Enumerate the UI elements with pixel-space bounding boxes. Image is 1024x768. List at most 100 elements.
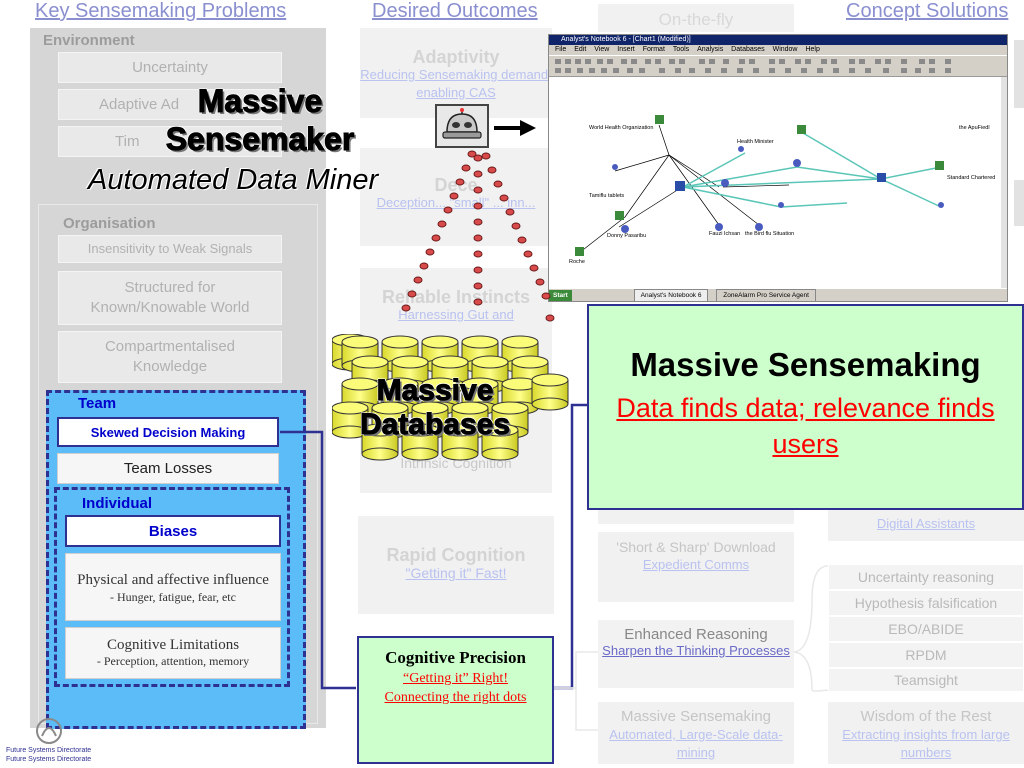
enhanced-subtitle[interactable]: Sharpen the Thinking Processes xyxy=(602,643,790,658)
databases-line1: Massive xyxy=(376,374,494,408)
menu-databases[interactable]: Databases xyxy=(731,46,765,53)
concept-item-hypothesis: Hypothesis falsification xyxy=(828,590,1024,616)
adaptivity-title: Adaptivity xyxy=(412,47,500,67)
environment-label: Environment xyxy=(43,32,135,49)
outcome-rapid-cognition: Rapid Cognition "Getting it" Fast! xyxy=(358,516,554,614)
menu-help[interactable]: Help xyxy=(805,46,820,53)
notebook-screenshot[interactable]: Analyst's Notebook 6 - [Chart1 (Modified… xyxy=(548,34,1008,302)
organisation-item-structured: Structured for Known/Knowable World xyxy=(58,271,282,325)
robot-sensemaker-icon xyxy=(435,104,489,148)
right-faded-block-2 xyxy=(1014,180,1024,226)
header-desired-outcomes[interactable]: Desired Outcomes xyxy=(372,0,538,22)
automated-data-miner-label: Automated Data Miner xyxy=(88,164,379,196)
team-label: Team xyxy=(78,395,117,412)
individual-item-physical: Physical and affective influence - Hunge… xyxy=(65,553,281,621)
start-button[interactable]: Start xyxy=(549,290,572,301)
individual-label: Individual xyxy=(82,495,153,512)
sensemaker-line1: Massive xyxy=(197,83,323,120)
rapid-title: Rapid Cognition xyxy=(386,545,526,565)
database-icon xyxy=(332,334,569,461)
taskbar-agent[interactable]: ZoneAlarm Pro Service Agent xyxy=(716,289,816,301)
enhanced-title: Enhanced Reasoning xyxy=(624,626,768,643)
team-item-team-losses: Team Losses xyxy=(57,453,279,484)
menu-view[interactable]: View xyxy=(594,46,610,53)
node-apufiedl-label: the ApuFiedl xyxy=(959,125,990,131)
concept-item-ebo: EBO/ABIDE xyxy=(828,616,1024,642)
cognitive-title: Cognitive Limitations xyxy=(106,637,240,653)
notebook-menubar[interactable]: File Edit View Insert Format Tools Analy… xyxy=(549,45,1007,55)
directorate-logo-icon xyxy=(36,718,62,744)
short-subtitle[interactable]: Expedient Comms xyxy=(642,557,750,572)
link-chart[interactable]: World Health Organization Health Ministe… xyxy=(549,77,1008,291)
concept-item-rpdm: RPDM xyxy=(828,642,1024,668)
massive-sensemaking-callout: Massive Sensemaking Data finds data; rel… xyxy=(587,304,1024,510)
node-who-label: World Health Organization xyxy=(589,125,653,131)
outcome-adaptivity: Adaptivity Reducing Sensemaking demand, … xyxy=(360,28,552,118)
individual-panel xyxy=(54,487,290,687)
directorate-logo-text: Future Systems Directorate Future System… xyxy=(6,746,91,764)
rapid-subtitle[interactable]: "Getting it" Fast! xyxy=(405,565,507,581)
massive-subtitle[interactable]: Automated, Large-Scale data-mining xyxy=(609,727,783,760)
adaptivity-subtitle[interactable]: Reducing Sensemaking demand, enabling CA… xyxy=(360,67,552,100)
cognitive-subtitle: - Perception, attention, memory xyxy=(96,654,250,668)
reliable-subtitle[interactable]: Harnessing Gut and xyxy=(398,307,514,322)
logo-line2: Future Systems Directorate xyxy=(6,756,92,763)
precision-line1[interactable]: “Getting it” Right! xyxy=(403,671,508,686)
menu-tools[interactable]: Tools xyxy=(672,46,690,53)
middle-massive-sensemaking: Massive Sensemaking Automated, Large-Sca… xyxy=(598,702,794,764)
individual-item-cognitive: Cognitive Limitations - Perception, atte… xyxy=(65,627,281,679)
header-on-the-fly: On-the-fly xyxy=(598,4,794,32)
environment-item-uncertainty: Uncertainty xyxy=(58,52,282,83)
cognitive-precision-box: Cognitive Precision “Getting it” Right! … xyxy=(357,636,554,764)
precision-line2[interactable]: Connecting the right dots xyxy=(384,690,527,705)
wisdom-subtitle[interactable]: Extracting insights from large numbers xyxy=(842,727,1010,760)
digital-link[interactable]: Digital Assistants xyxy=(876,516,976,531)
node-bird-flu-label: the Bird flu Situation xyxy=(745,231,794,237)
logo-line1: Future Systems Directorate xyxy=(6,747,92,754)
organisation-item-weak-signals: Insensitivity to Weak Signals xyxy=(58,235,282,263)
menu-insert[interactable]: Insert xyxy=(617,46,635,53)
middle-enhanced-reasoning: Enhanced Reasoning Sharpen the Thinking … xyxy=(598,620,794,688)
faded2-title: Dece xyxy=(434,175,478,195)
massive-databases-label: Massive Databases xyxy=(355,374,515,442)
short-title: 'Short & Sharp' Download xyxy=(616,539,776,555)
middle-short-sharp: 'Short & Sharp' Download Expedient Comms xyxy=(598,532,794,602)
node-donny-label: Donny Pasaribu xyxy=(607,233,646,239)
physical-subtitle: - Hunger, fatigue, fear, etc xyxy=(110,589,236,604)
node-fauzi-label: Fauzi Ichsan xyxy=(709,231,740,237)
individual-item-biases[interactable]: Biases xyxy=(65,515,281,547)
environment-item-time: Tim xyxy=(58,126,282,157)
organisation-label: Organisation xyxy=(63,215,156,232)
taskbar-app[interactable]: Analyst's Notebook 6 xyxy=(633,289,709,301)
menu-file[interactable]: File xyxy=(555,46,567,53)
right-digital-assistants: Digital Assistants xyxy=(828,505,1024,541)
right-wisdom-of-rest: Wisdom of the Rest Extracting insights f… xyxy=(828,702,1024,764)
databases-line2: Databases xyxy=(359,408,511,442)
menu-analysis[interactable]: Analysis xyxy=(697,46,724,53)
organisation-item-compartmentalised: Compartmentalised Knowledge xyxy=(58,331,282,383)
massive-sensemaker-label: Massive Sensemaker xyxy=(140,82,380,158)
concept-item-uncertainty: Uncertainty reasoning xyxy=(828,564,1024,590)
menu-window[interactable]: Window xyxy=(772,46,798,53)
reliable-title: Reliable Instincts xyxy=(381,287,531,307)
massive-title: Massive Sensemaking xyxy=(620,708,772,725)
right-faded-block-1 xyxy=(1014,40,1024,108)
node-tamiflu-label: Tamiflu tablets xyxy=(589,193,624,199)
faded2-subtitle[interactable]: Deception... "small" ... inn... xyxy=(376,195,536,210)
sensemaker-line2: Sensemaker xyxy=(165,121,355,158)
team-item-skewed-decision[interactable]: Skewed Decision Making xyxy=(57,417,279,447)
physical-title: Physical and affective influence xyxy=(77,571,269,588)
notebook-titlebar: Analyst's Notebook 6 - [Chart1 (Modified… xyxy=(549,35,1007,45)
menu-format[interactable]: Format xyxy=(642,46,665,53)
menu-edit[interactable]: Edit xyxy=(574,46,587,53)
callout-subtitle[interactable]: Data finds data; relevance finds users xyxy=(616,393,995,459)
header-key-problems[interactable]: Key Sensemaking Problems xyxy=(35,0,287,22)
header-concept-solutions[interactable]: Concept Solutions xyxy=(846,0,1009,22)
node-roche-label: Roche xyxy=(569,259,585,265)
callout-title: Massive Sensemaking xyxy=(630,346,981,383)
notebook-toolbars[interactable] xyxy=(549,55,1007,77)
taskbar[interactable]: Start Analyst's Notebook 6 ZoneAlarm Pro… xyxy=(549,288,1007,301)
node-health-minister-label: Health Minister xyxy=(737,139,774,145)
